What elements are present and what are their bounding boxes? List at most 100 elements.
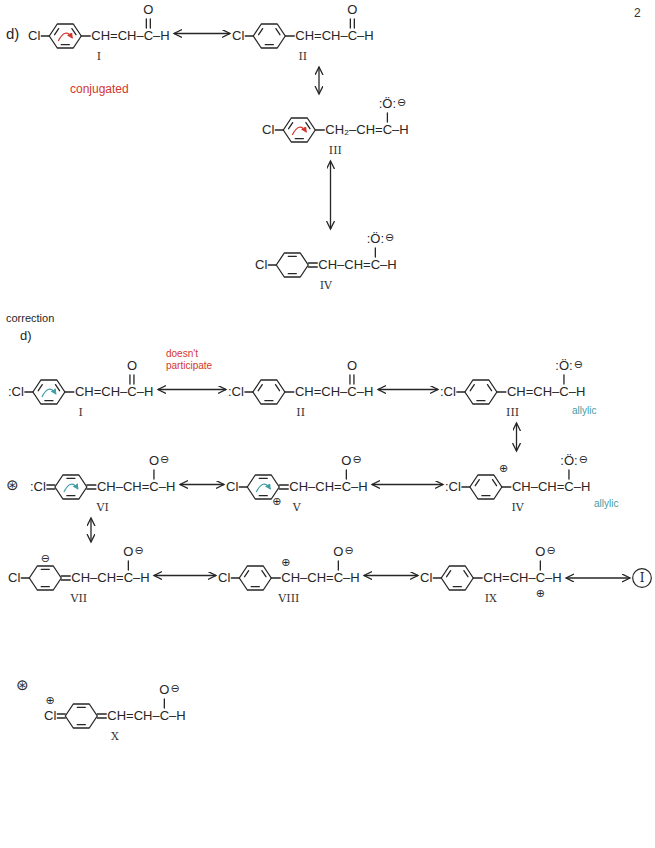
curved-arrow [42, 389, 56, 397]
bond-line [146, 19, 147, 28]
charge-symbol: ⊖ [579, 453, 588, 466]
resonance-arrow [174, 33, 230, 34]
bond-line [239, 486, 247, 487]
bond-line [276, 29, 280, 35]
bond-line [61, 44, 69, 45]
bond-line [279, 484, 288, 485]
resonance-structure: :ClCH=CH–C–HOII [228, 358, 376, 421]
oxygen-atom: :Ö: [379, 97, 396, 111]
bond-line [56, 385, 60, 391]
bond-line [77, 724, 85, 725]
bond-line [65, 391, 74, 392]
resonance-arrow [566, 577, 630, 578]
bond-line [475, 480, 479, 486]
bond-line [375, 248, 376, 257]
bond-line [133, 375, 134, 384]
chlorine-atom: Cl [232, 28, 244, 44]
resonance-structure: ClCH₂–CH=C–H:Ö:⊖III [262, 96, 411, 159]
bond-line [453, 586, 461, 587]
charge-symbol: ⊕ [536, 587, 545, 600]
structure-number: X [111, 730, 119, 743]
bond-line [482, 495, 490, 496]
structure-number: IX [485, 592, 497, 605]
bond-line [350, 19, 351, 28]
resonance-structure: :ClCH=CH–C–HOI [8, 358, 156, 421]
bond-line [275, 129, 283, 130]
bond-line [97, 713, 106, 714]
bond-line [87, 488, 96, 489]
chlorine-atom: :Cl [8, 384, 24, 400]
bond-line [288, 273, 296, 274]
bond-line [289, 123, 293, 129]
chlorine-atom: :Cl [445, 479, 461, 495]
bond-line [433, 577, 441, 578]
structure-number: II [296, 406, 305, 419]
curved-arrow [256, 484, 270, 492]
bond-line [72, 29, 76, 35]
benzene-ring [29, 566, 61, 590]
resonance-structure: :ClCH–CH=C–HO⊖VI [30, 453, 178, 516]
bond-line [21, 577, 29, 578]
resonance-structure: ⊕ClCH=CH–C–HO⊖X [44, 682, 188, 745]
bond-line [308, 262, 317, 263]
bond-line [57, 713, 65, 714]
formula-chain: CH–CH=C–H [281, 570, 359, 586]
resonance-arrow [330, 161, 331, 229]
formula-chain: CH–CH=C–H [71, 570, 149, 586]
bond-line [447, 571, 451, 577]
problem-label: d) [6, 25, 19, 43]
bond-line [349, 375, 350, 384]
bond-line [259, 29, 263, 35]
bond-line [387, 113, 388, 122]
structure-number: I [78, 406, 82, 419]
chlorine-atom: Cl [226, 479, 238, 495]
reference-mark: ⊛ [16, 676, 29, 694]
bond-line [346, 470, 347, 479]
formula-chain: CH–CH=C–H [318, 257, 396, 273]
bond-line [568, 470, 569, 479]
bond-line [279, 488, 288, 489]
resonance-arrow [372, 484, 443, 485]
bond-line [497, 391, 506, 392]
bond-line [295, 138, 303, 139]
bond-line [493, 480, 497, 486]
structure-number: VIII [278, 592, 299, 605]
oxygen-atom: O [341, 454, 351, 468]
oxygen-atom: O [149, 454, 159, 468]
structure-number: V [293, 501, 301, 514]
resonance-arrow [90, 518, 91, 542]
page-number: 2 [634, 6, 641, 20]
formula-chain: CH=CH–C–H [507, 384, 585, 400]
bond-line [245, 571, 249, 577]
formula-chain: CH–CH=C–H [289, 479, 367, 495]
bond-line [150, 19, 151, 28]
bond-line [81, 35, 90, 36]
bond-line [38, 385, 42, 391]
resonance-structure: ClCH=CH–C–HO⊖⊕IX [420, 544, 564, 607]
bond-line [245, 391, 253, 392]
charge-symbol: ⊖ [397, 96, 406, 109]
bond-line [61, 575, 70, 576]
bond-line [477, 400, 485, 401]
resonance-arrow [364, 575, 418, 576]
benzene-ring [253, 24, 285, 48]
bond-line [231, 577, 239, 578]
bond-line [61, 579, 70, 580]
formula-chain: CH–CH=C–H [512, 479, 590, 495]
bond-line [457, 391, 465, 392]
charge-symbol: ⊕ [281, 556, 290, 569]
charge-symbol: ⊖ [41, 552, 50, 565]
resonance-structure: ClCH–CH=C–H:Ö:⊖IV [255, 231, 399, 294]
bond-line [262, 571, 266, 577]
bond-line [87, 484, 96, 485]
structure-number: VII [71, 592, 88, 605]
bond-line [164, 699, 165, 708]
bond-line [540, 561, 541, 570]
reference-mark: ⊛ [6, 476, 19, 494]
annotation-note: allylic [594, 498, 618, 510]
resonance-structure: Cl⊖CH–CH=C–HO⊖VII [8, 544, 152, 607]
section-heading: correction [6, 312, 54, 325]
formula-chain: CH=CH–C–H [295, 384, 373, 400]
circled-reference: I [632, 568, 652, 588]
chlorine-atom: :Cl [228, 384, 244, 400]
